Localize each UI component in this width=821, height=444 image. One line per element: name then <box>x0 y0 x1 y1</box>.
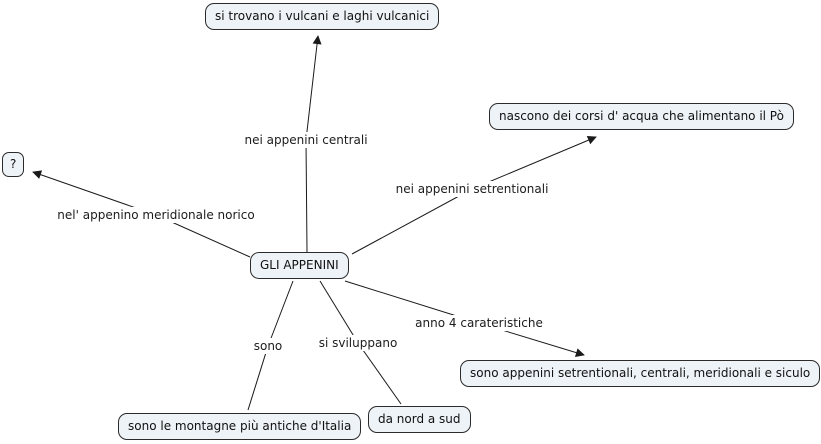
concept-node-oldest-mountains[interactable]: sono le montagne più antiche d'Italia <box>118 413 362 440</box>
connector-northern-a <box>351 188 473 255</box>
connector-develop-b <box>357 342 402 405</box>
connector-northern-b <box>471 135 597 190</box>
concept-node-north-to-south[interactable]: da nord a sud <box>368 406 471 433</box>
link-label-sono[interactable]: sono <box>250 338 286 354</box>
concept-node-rivers[interactable]: nascono dei corsi d' acqua che alimentan… <box>489 103 794 130</box>
concept-node-gli-appenini[interactable]: GLI APPENINI <box>250 252 349 279</box>
link-label-central-apennines[interactable]: nei appenini centrali <box>241 132 371 148</box>
link-label-northern-apennines[interactable]: nei appenini setrentionali <box>392 181 552 197</box>
connector-develop-a <box>319 280 359 344</box>
link-label-si-sviluppano[interactable]: si sviluppano <box>315 335 401 351</box>
connector-central-a <box>305 139 308 253</box>
concept-node-four-characteristics[interactable]: sono appenini setrentionali, centrali, m… <box>460 360 821 387</box>
link-label-southern-apennines[interactable]: nel' appenino meridionale norico <box>54 207 258 223</box>
concept-node-question[interactable]: ? <box>2 152 25 177</box>
link-label-four-characteristics[interactable]: anno 4 carateristiche <box>412 315 546 331</box>
connector-sono-a <box>267 280 294 347</box>
connector-central-b <box>305 35 322 141</box>
connector-sono-b <box>247 345 269 411</box>
concept-node-volcanoes[interactable]: si trovano i vulcani e laghi vulcanici <box>205 3 440 30</box>
